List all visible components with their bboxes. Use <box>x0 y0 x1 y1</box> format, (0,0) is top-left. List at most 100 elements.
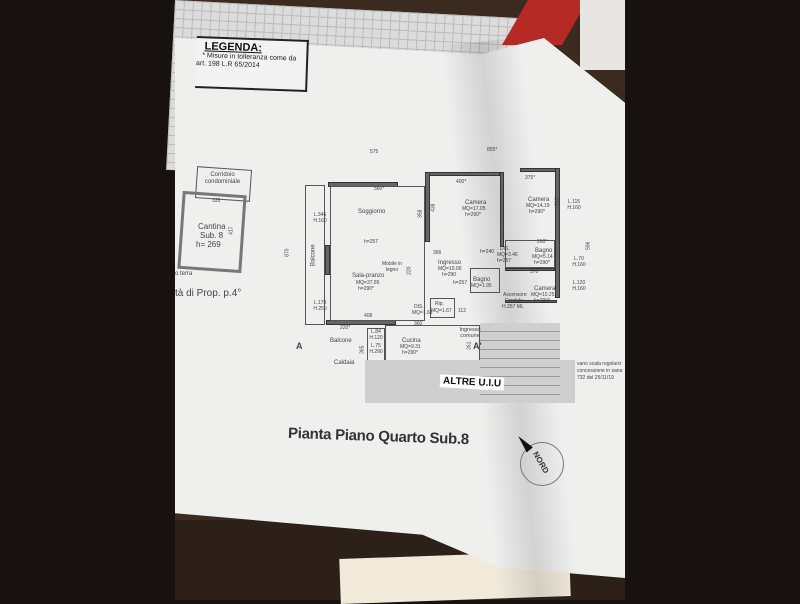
dimension: 575 <box>370 149 379 155</box>
dimension: 358 <box>417 209 424 218</box>
dimension: 366 <box>433 250 442 256</box>
room-outline <box>430 298 455 318</box>
room-name: Bagno <box>535 248 553 254</box>
dimension: 408 <box>364 313 373 319</box>
dimension: 438 <box>430 203 437 212</box>
balcony-label: Balcone <box>330 338 352 344</box>
wall <box>520 168 560 172</box>
dimension: 310* <box>554 195 561 206</box>
room-area: MQ=1.67 <box>431 308 452 314</box>
height-note: h=257 <box>364 239 379 245</box>
room-name: DIS. <box>500 246 510 252</box>
room-height: h=290* <box>358 286 374 292</box>
room-outline <box>305 185 325 325</box>
window-label: L.170 H.250 <box>313 300 327 312</box>
room-area: MQ=5.14 <box>532 254 553 260</box>
dimension: 596 <box>585 241 592 250</box>
room-height: h=290* <box>534 260 550 266</box>
room-sub: Fondale <box>505 298 524 304</box>
room-name: Ingresso <box>438 260 462 266</box>
dimension: 360 <box>414 321 423 327</box>
room-name: Rip. <box>435 301 444 307</box>
room-name: Ascensore <box>503 292 527 298</box>
room-area: MQ=10.06 <box>438 266 462 272</box>
room-area: MQ=1.95 <box>471 283 492 289</box>
wall <box>505 268 555 271</box>
height-note: h=257 <box>453 280 468 286</box>
window-label: L.346 H.160 <box>313 212 327 224</box>
boiler-label: Caldaia <box>334 360 355 366</box>
dimension: 375* <box>525 175 536 181</box>
north-label: NORD <box>530 450 551 475</box>
dimension: 220* <box>340 325 351 331</box>
common-entrance-label: Ingresso comune <box>459 327 481 340</box>
dimension: 220 <box>406 266 413 275</box>
staircase <box>480 323 560 403</box>
dimension: 400* <box>456 179 467 185</box>
room-height: h=257 <box>497 258 512 264</box>
room-height: h=290* <box>402 350 418 356</box>
room-height: h=290* <box>529 209 545 215</box>
room-name: Sala-pranzo <box>352 273 385 279</box>
wall <box>555 168 560 298</box>
room-name: Cucina <box>402 338 421 344</box>
room-area: MQ=1.61 <box>412 310 433 316</box>
room-name: Camera <box>465 200 487 206</box>
window-label: L.115 H.160 <box>567 199 581 211</box>
cantina-label: Cantina <box>198 222 226 231</box>
wall <box>500 172 504 247</box>
property-note: tà di Prop. p.4° <box>175 288 242 299</box>
cantina-height: h= 269 <box>196 240 221 249</box>
room-area: MQ=9.31 <box>400 344 421 350</box>
balcony-label: Balcone <box>310 244 317 267</box>
furniture-note: Mobile in legno <box>382 261 403 273</box>
room-height: h=290* <box>465 212 481 218</box>
dimension: 870 <box>284 248 291 257</box>
staircase-note: vano scala regolariz <box>577 361 622 367</box>
room-height: h=290* <box>534 298 550 304</box>
room-outline <box>470 268 500 293</box>
white-paper <box>580 0 625 70</box>
corridor-label: Corridoio condominiale <box>204 172 241 185</box>
wall <box>505 300 557 303</box>
dimension: 112 <box>458 308 466 314</box>
room-area: MQ=3.46 <box>497 252 518 258</box>
dimension: 417 <box>228 226 235 235</box>
dimension: 560* <box>374 186 385 192</box>
room-label: Soggiorno <box>358 209 386 215</box>
wall <box>425 172 500 176</box>
cantina-sub: Sub. 8 <box>200 231 224 240</box>
height-note: h=240 <box>480 249 495 255</box>
dimension: 855* <box>487 147 498 153</box>
wall <box>325 245 330 275</box>
dimension: 365 <box>359 345 366 354</box>
staircase-note: 732 del 25/11/19 <box>577 375 614 381</box>
dimension: 260* <box>537 239 548 245</box>
room-outline <box>505 240 555 268</box>
section-marker: A <box>296 341 303 351</box>
north-compass: NORD <box>520 442 564 486</box>
room-area: MQ=14.19 <box>526 203 550 209</box>
window-label: L.75 H.290 <box>369 343 383 355</box>
room-area: MQ=17.05 <box>462 206 486 212</box>
room-name: Bagno <box>473 277 491 283</box>
window-label: L.84 H.120 <box>369 329 383 341</box>
window-label: L.70 H.160 <box>572 256 586 268</box>
room-height: H.257 ML <box>502 304 524 310</box>
dimension: 335 <box>212 198 221 204</box>
section-marker: A' <box>473 341 482 351</box>
room-outline <box>330 186 425 321</box>
dimension: 370 <box>530 269 539 275</box>
floor-plan-sheet <box>175 38 625 578</box>
legend-box: LEGENDA: * Misure in tolleranza come da … <box>195 36 309 92</box>
room-area: MQ=37.85 <box>356 280 380 286</box>
room-area: MQ=10.25 <box>531 292 555 298</box>
floor-note: o terra <box>175 271 193 277</box>
wall <box>425 172 430 242</box>
window-label: L.120 H.160 <box>572 280 586 292</box>
room-name: DIS. <box>414 304 424 310</box>
staircase-note: concessione in sana <box>577 368 623 374</box>
room-height: h=290 <box>442 272 457 278</box>
room-name: Camera <box>534 286 556 292</box>
room-name: Camera <box>528 197 550 203</box>
